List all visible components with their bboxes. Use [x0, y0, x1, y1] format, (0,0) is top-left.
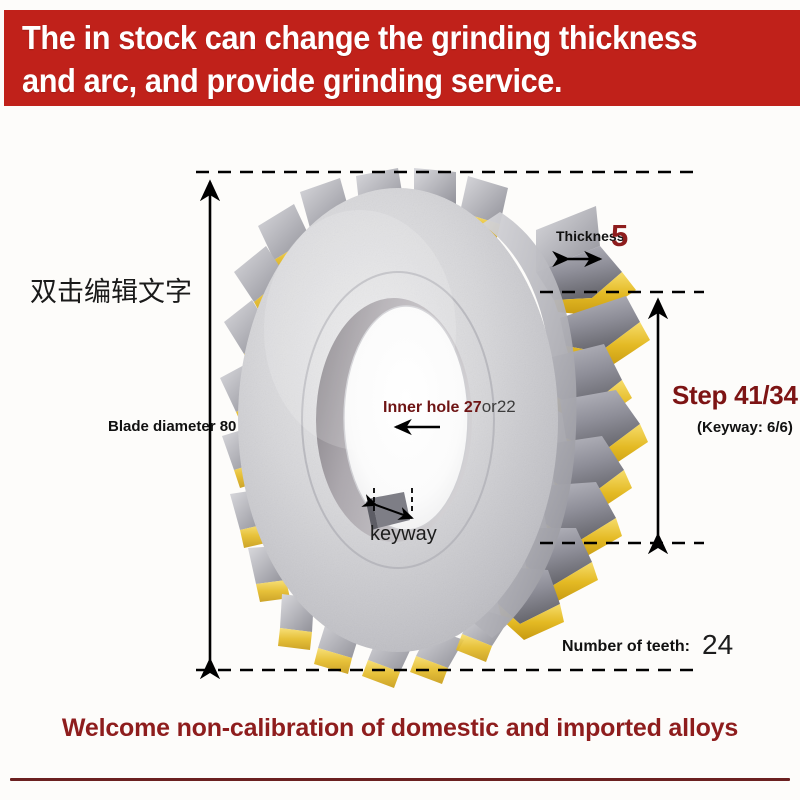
teeth-count-value: 24 — [702, 629, 734, 660]
thickness-label: Thickness — [556, 228, 625, 244]
thickness-value: 5 — [611, 218, 629, 253]
footer-text: Welcome non-calibration of domestic and … — [61, 714, 739, 742]
inner-hole — [344, 306, 468, 530]
banner-line-2: and arc, and provide grinding service. — [22, 62, 563, 99]
keyway-spec-label: (Keyway: 6/6) — [697, 419, 793, 436]
inner-hole-label: Inner hole 27or22 — [383, 397, 516, 417]
banner-line-1: The in stock can change the grinding thi… — [22, 19, 698, 56]
blade-diameter-label: Blade diameter 80 — [108, 418, 237, 435]
blade-side-wall — [470, 212, 577, 638]
keyway-label: keyway — [370, 523, 437, 545]
inner-hole-alt: or22 — [481, 397, 516, 416]
footer-divider — [10, 778, 790, 781]
edit-text-hint-cn: 双击编辑文字 — [30, 277, 192, 308]
inner-hole-main: Inner hole 27 — [383, 399, 482, 416]
header-banner: The in stock can change the grinding thi… — [4, 10, 800, 106]
teeth-count-label: Number of teeth: — [562, 638, 690, 655]
step-label: Step 41/34 — [672, 380, 798, 410]
